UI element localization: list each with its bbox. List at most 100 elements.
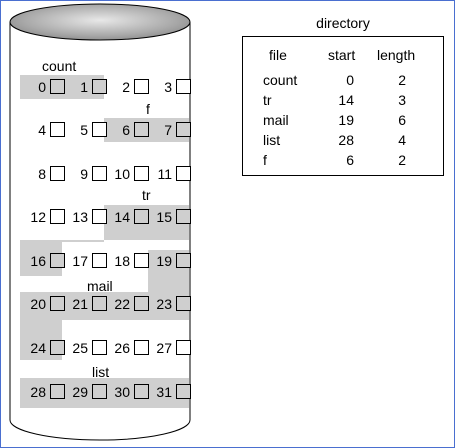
block-number: 21 <box>72 296 88 312</box>
block-number: 0 <box>38 79 46 95</box>
disk-block: 19 <box>142 250 192 272</box>
disk-block: 3 <box>142 76 192 98</box>
row-length: 6 <box>398 112 406 128</box>
row-file: tr <box>263 92 272 108</box>
header-file: file <box>269 47 287 63</box>
row-start: 28 <box>338 132 354 148</box>
block-number: 13 <box>72 209 88 225</box>
row-start: 6 <box>346 152 354 168</box>
header-start: start <box>328 47 356 63</box>
block-box <box>134 209 149 224</box>
disk-block: 25 <box>58 337 108 359</box>
row-file: mail <box>263 112 289 128</box>
block-box <box>50 384 65 399</box>
disk-block: 20 <box>16 293 66 315</box>
block-box <box>92 79 107 94</box>
block-box <box>50 79 65 94</box>
disk-block: 30 <box>100 381 150 403</box>
block-number: 24 <box>30 340 46 356</box>
block-box <box>176 384 191 399</box>
block-box <box>92 209 107 224</box>
block-box <box>176 166 191 181</box>
disk-block: 22 <box>100 293 150 315</box>
file-label-f: f <box>146 101 150 117</box>
disk-block: 13 <box>58 206 108 228</box>
disk-block: 9 <box>58 163 108 185</box>
block-number: 16 <box>30 253 46 269</box>
block-box <box>176 296 191 311</box>
block-number: 31 <box>156 384 172 400</box>
block-number: 28 <box>30 384 46 400</box>
block-number: 29 <box>72 384 88 400</box>
row-file: list <box>263 132 281 148</box>
disk-block: 18 <box>100 250 150 272</box>
block-number: 26 <box>114 340 130 356</box>
block-box <box>50 166 65 181</box>
block-number: 4 <box>38 122 46 138</box>
block-number: 18 <box>114 253 130 269</box>
block-box <box>134 296 149 311</box>
block-number: 30 <box>114 384 130 400</box>
disk-block: 16 <box>16 250 66 272</box>
disk-block: 15 <box>142 206 192 228</box>
block-box <box>50 209 65 224</box>
block-box <box>92 166 107 181</box>
disk-block: 0 <box>16 76 66 98</box>
block-box <box>134 166 149 181</box>
disk-block: 10 <box>100 163 150 185</box>
disk-block: 29 <box>58 381 108 403</box>
block-number: 22 <box>114 296 130 312</box>
row-file: count <box>263 72 298 88</box>
block-number: 12 <box>30 209 46 225</box>
disk-block: 14 <box>100 206 150 228</box>
block-number: 17 <box>72 253 88 269</box>
block-box <box>92 340 107 355</box>
row-length: 3 <box>398 92 406 108</box>
block-number: 3 <box>164 79 172 95</box>
block-number: 14 <box>114 209 130 225</box>
file-label-tr: tr <box>142 187 151 203</box>
row-file: f <box>263 152 267 168</box>
block-box <box>176 340 191 355</box>
row-length: 2 <box>398 152 406 168</box>
block-box <box>92 296 107 311</box>
block-box <box>134 384 149 399</box>
block-number: 1 <box>80 79 88 95</box>
disk-block: 31 <box>142 381 192 403</box>
block-number: 7 <box>164 122 172 138</box>
file-label-count: count <box>42 58 77 74</box>
directory-table <box>242 36 444 176</box>
header-length: length <box>377 47 416 63</box>
block-box <box>50 296 65 311</box>
disk-block: 8 <box>16 163 66 185</box>
block-number: 19 <box>156 253 172 269</box>
disk-block: 1 <box>58 76 108 98</box>
block-box <box>50 253 65 268</box>
block-box <box>176 253 191 268</box>
block-box <box>134 253 149 268</box>
block-number: 6 <box>122 122 130 138</box>
disk-block: 17 <box>58 250 108 272</box>
block-number: 8 <box>38 166 46 182</box>
disk-block: 4 <box>16 119 66 141</box>
row-start: 14 <box>338 92 354 108</box>
block-box <box>176 79 191 94</box>
block-box <box>134 79 149 94</box>
block-number: 23 <box>156 296 172 312</box>
block-box <box>134 122 149 137</box>
disk-block: 2 <box>100 76 150 98</box>
block-box <box>50 340 65 355</box>
disk-block: 7 <box>142 119 192 141</box>
block-box <box>92 253 107 268</box>
file-label-mail: mail <box>87 278 113 294</box>
disk-block: 6 <box>100 119 150 141</box>
block-number: 27 <box>156 340 172 356</box>
disk-block: 11 <box>142 163 192 185</box>
block-number: 25 <box>72 340 88 356</box>
disk-block: 5 <box>58 119 108 141</box>
disk-block: 12 <box>16 206 66 228</box>
block-box <box>176 209 191 224</box>
disk-block: 24 <box>16 337 66 359</box>
block-number: 9 <box>80 166 88 182</box>
